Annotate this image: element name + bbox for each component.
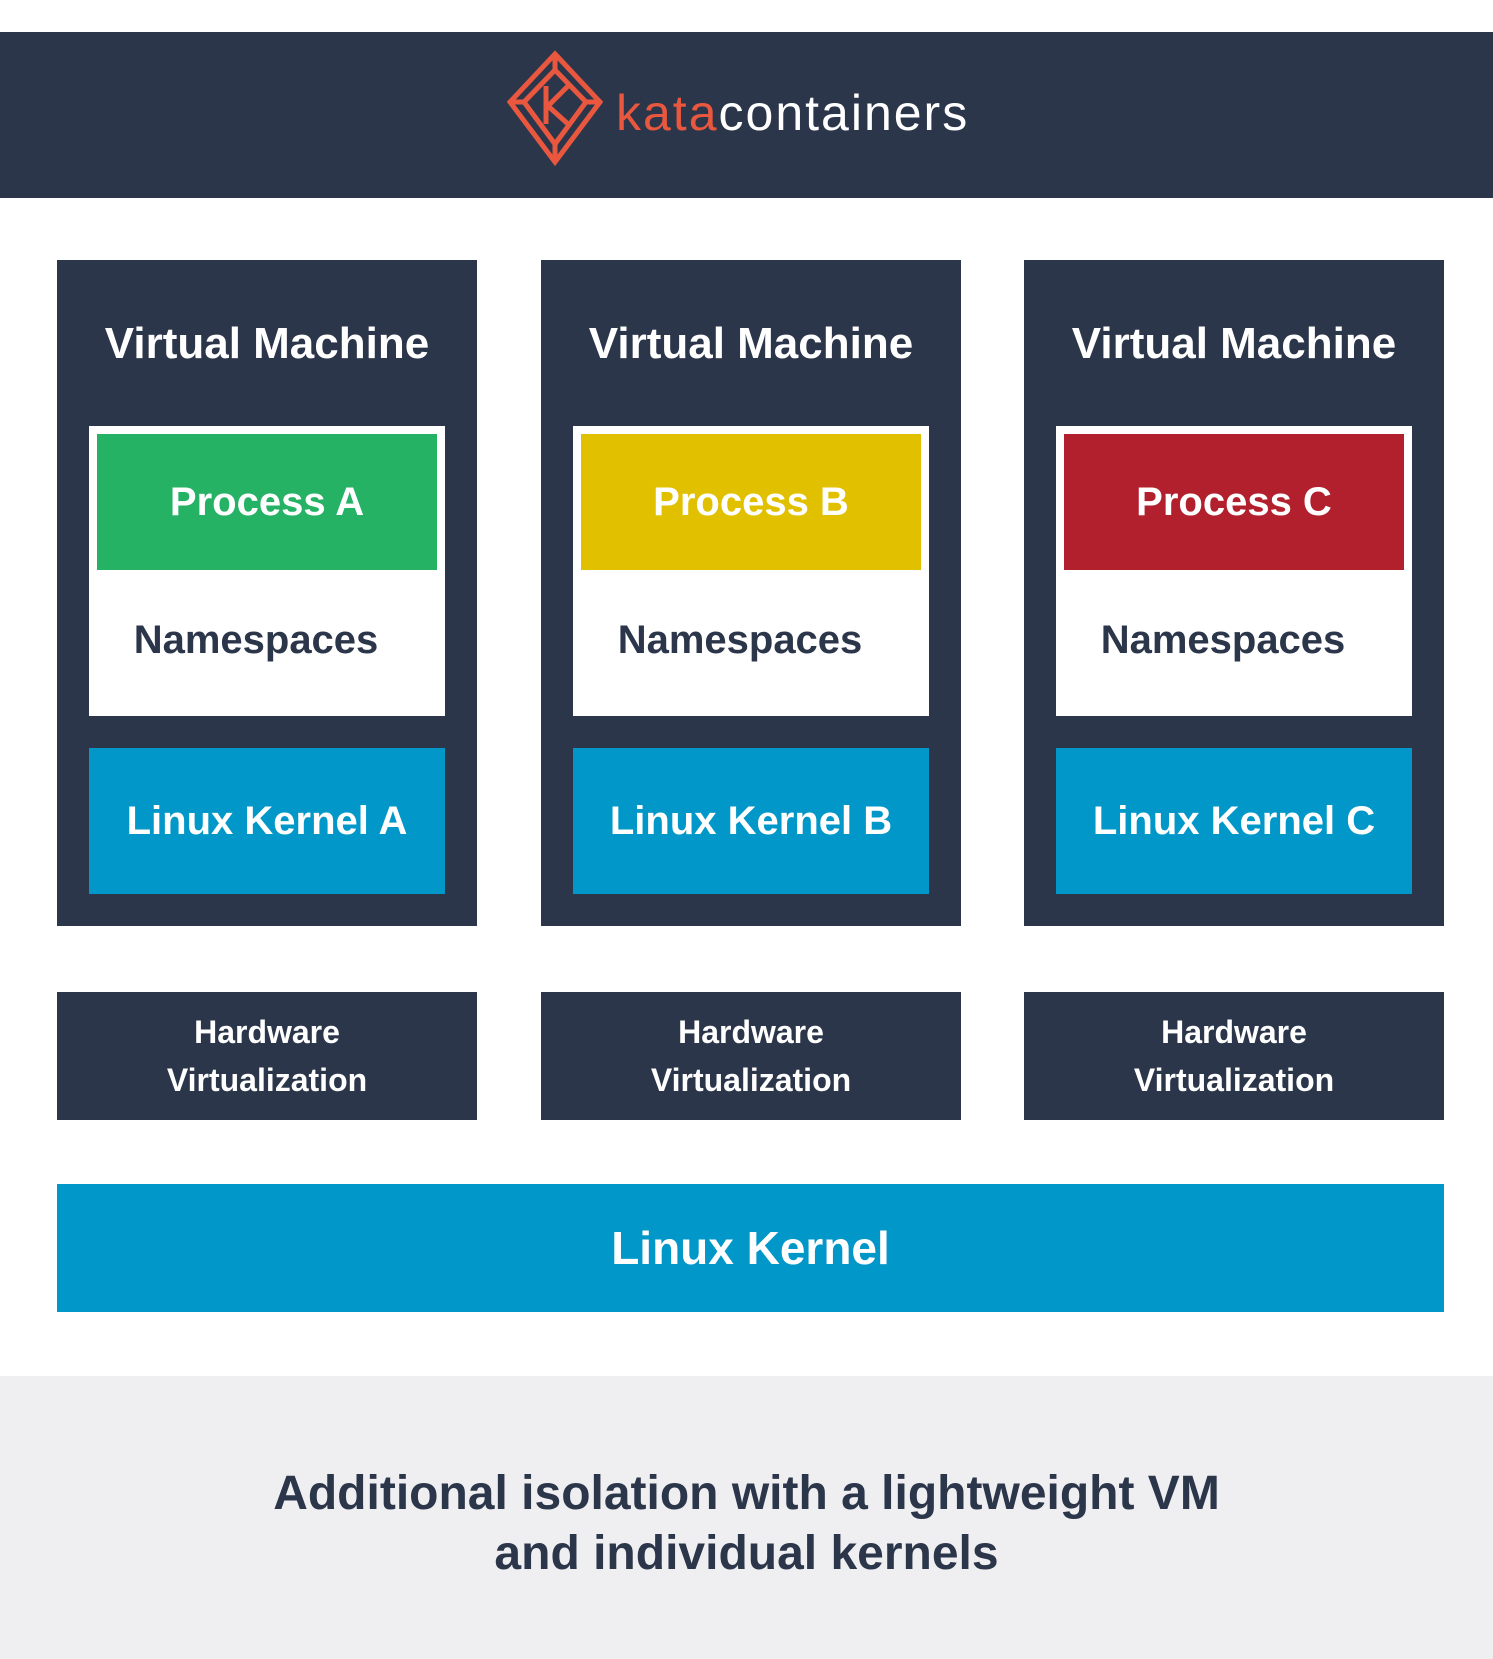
caption-band: Additional isolation with a lightweight …: [0, 1376, 1493, 1659]
brand-wordmark-kata: kata: [616, 85, 719, 141]
caption-text: Additional isolation with a lightweight …: [0, 1464, 1493, 1584]
brand-wordmark-containers: containers: [718, 85, 970, 141]
hardware-virtualization-b: Hardware Virtualization: [541, 992, 961, 1120]
vm-box-b: Virtual Machine Process B Namespaces Lin…: [541, 260, 961, 926]
hw-line-2: Virtualization: [1133, 1062, 1335, 1098]
caption-line-1: Additional isolation with a lightweight …: [273, 1467, 1220, 1520]
namespaces-box: Process C Namespaces: [1056, 426, 1412, 716]
hardware-virtualization-c: Hardware Virtualization: [1024, 992, 1444, 1120]
host-linux-kernel: Linux Kernel: [57, 1184, 1444, 1312]
guest-kernel-b: Linux Kernel B: [573, 748, 929, 894]
process-a-box: Process A: [97, 434, 437, 570]
kata-logo-icon: [506, 50, 604, 167]
vm-title: Virtual Machine: [588, 319, 914, 368]
hw-line-1: Hardware: [194, 1014, 340, 1050]
guest-kernel-c: Linux Kernel C: [1056, 748, 1412, 894]
namespaces-box: Process B Namespaces: [573, 426, 929, 716]
hw-line-2: Virtualization: [650, 1062, 852, 1098]
process-b-box: Process B: [581, 434, 921, 570]
hardware-virtualization-a: Hardware Virtualization: [57, 992, 477, 1120]
namespaces-box: Process A Namespaces: [89, 426, 445, 716]
namespaces-label: Namespaces: [133, 618, 379, 662]
hw-line-1: Hardware: [678, 1014, 824, 1050]
vm-box-c: Virtual Machine Process C Namespaces Lin…: [1024, 260, 1444, 926]
vm-title: Virtual Machine: [104, 319, 430, 368]
vm-title: Virtual Machine: [1071, 319, 1397, 368]
header-bar: [0, 32, 1493, 198]
hw-line-1: Hardware: [1161, 1014, 1307, 1050]
guest-kernel-a: Linux Kernel A: [89, 748, 445, 894]
hw-line-2: Virtualization: [166, 1062, 368, 1098]
brand-wordmark: katacontainers: [616, 78, 969, 148]
vm-box-a: Virtual Machine Process A Namespaces Lin…: [57, 260, 477, 926]
caption-line-2: and individual kernels: [494, 1527, 999, 1580]
namespaces-label: Namespaces: [1100, 618, 1346, 662]
process-c-box: Process C: [1064, 434, 1404, 570]
namespaces-label: Namespaces: [617, 618, 863, 662]
